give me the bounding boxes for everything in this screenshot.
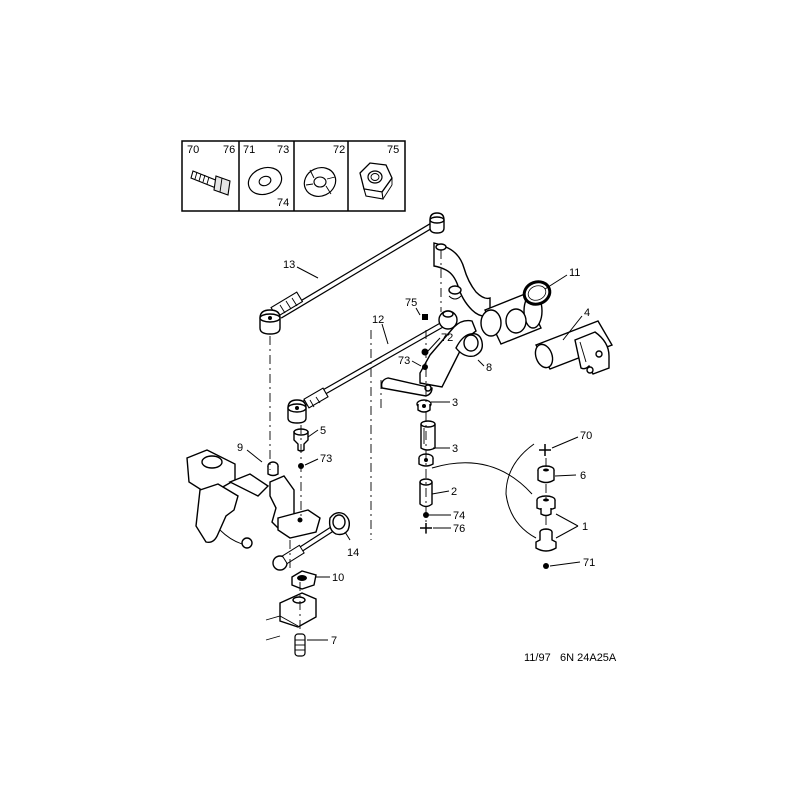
callout-8: 8 (486, 362, 492, 374)
callout-74: 74 (453, 510, 465, 522)
callout-13: 13 (283, 259, 295, 271)
rod-13 (259, 212, 445, 335)
hex-nut-icon (359, 162, 393, 200)
callout-73: 73 (398, 355, 410, 367)
rod-12 (287, 319, 449, 424)
legend-label: 74 (277, 197, 289, 209)
callout-numbers: 13 12 11 4 75 72 73 8 3 3 5 9 73 2 74 76… (237, 259, 595, 647)
selector-shaft-assembly (380, 242, 614, 397)
assembly-axis-lines (269, 250, 547, 632)
callout-1: 1 (582, 521, 588, 533)
legend-label: 70 (187, 144, 199, 156)
legend-label: 75 (387, 144, 399, 156)
callout-4: 4 (584, 307, 590, 319)
diagram-reference: 11/97 6N 24A25A (524, 652, 617, 664)
legend-label: 71 (243, 144, 255, 156)
callout-6: 6 (580, 470, 586, 482)
callout-75: 75 (405, 297, 417, 309)
legend-label: 73 (277, 144, 289, 156)
hardware-legend-box: 70 76 71 73 74 72 75 (181, 140, 406, 212)
callout-3-lower: 3 (452, 443, 458, 455)
bracket-fasteners (421, 314, 429, 370)
pin-7 (294, 633, 306, 657)
callout-7: 7 (331, 635, 337, 647)
callout-9: 9 (237, 442, 243, 454)
lock-washer-icon (303, 167, 337, 197)
block-10 (291, 570, 317, 590)
callout-3-upper: 3 (452, 397, 458, 409)
mount-stack (535, 444, 579, 569)
callout-5: 5 (320, 425, 326, 437)
bolt-icon (190, 170, 231, 196)
gearbox-linkage (186, 428, 321, 549)
legend-label: 76 (223, 144, 235, 156)
legend-label: 72 (333, 144, 345, 156)
callout-14: 14 (347, 547, 359, 559)
callout-71: 71 (583, 557, 595, 569)
callout-72: 72 (441, 332, 453, 344)
callout-11: 11 (569, 267, 580, 279)
washer-icon (247, 166, 283, 196)
rod-14 (272, 511, 351, 571)
callout-2: 2 (451, 486, 457, 498)
selector-rail (265, 592, 317, 641)
callout-76: 76 (453, 523, 465, 535)
callout-12: 12 (372, 314, 384, 326)
reference-code: 6N 24A25A (560, 652, 617, 664)
callout-73-lower: 73 (320, 453, 332, 465)
callout-leaders (246, 266, 583, 641)
callout-70: 70 (580, 430, 592, 442)
reference-date: 11/97 (524, 652, 551, 664)
callout-10: 10 (332, 572, 344, 584)
